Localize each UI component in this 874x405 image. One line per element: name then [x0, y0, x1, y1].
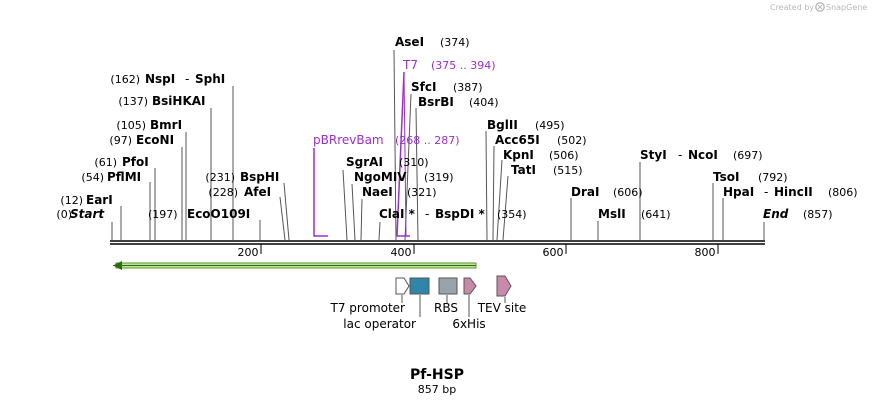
lac-operator-box[interactable]	[409, 277, 430, 295]
site-start-pos: (0)	[56, 208, 72, 221]
site-sgrai-name[interactable]: SgrAI	[346, 155, 383, 169]
site-clai-bspdi-dash: -	[425, 207, 429, 221]
site-bsrbi-pos: (404)	[469, 96, 499, 109]
site-end-name[interactable]: End	[763, 207, 789, 221]
primer-t7-mark[interactable]	[396, 71, 410, 237]
primer-t7-range: (375 .. 394)	[431, 59, 496, 72]
site-kpni-pos: (506)	[549, 149, 579, 162]
site-pflmi-pos: (54)	[81, 171, 104, 184]
site-naei-pos: (321)	[407, 186, 437, 199]
site-hpai-name[interactable]: HpaI	[723, 185, 754, 199]
feature-leader-lines	[401, 295, 506, 317]
ruler-label-400: 400	[391, 246, 412, 259]
site-asei-pos: (374)	[440, 36, 470, 49]
snapgene-logo-icon	[815, 2, 825, 12]
primer-t7-name[interactable]: T7	[402, 58, 418, 72]
site-sfci-pos: (387)	[453, 81, 483, 94]
created-by-label: Created by	[770, 3, 814, 12]
site-pflmi-name[interactable]: PflMI	[107, 170, 141, 184]
rbs-label: RBS	[434, 301, 458, 315]
tev-site-icon[interactable]	[496, 275, 512, 297]
plasmid-size: 857 bp	[418, 383, 456, 396]
site-hpai-hincii-dash: -	[764, 185, 768, 199]
site-acc65i-name[interactable]: Acc65I	[495, 133, 540, 147]
site-kpni-name[interactable]: KpnI	[503, 148, 534, 162]
site-ngomiv-name[interactable]: NgoMIV	[354, 170, 407, 184]
site-clai-bspdi-pos: (354)	[497, 208, 527, 221]
site-tati-pos: (515)	[553, 164, 583, 177]
primer-pbrrevbam-range: (268 .. 287)	[395, 134, 460, 147]
site-clai-name[interactable]: ClaI *	[379, 207, 416, 221]
primer-pbrrevbam-name[interactable]: pBRrevBam	[313, 133, 384, 147]
site-bmri-pos: (105)	[116, 119, 146, 132]
primer-pbrrevbam-mark[interactable]	[313, 148, 328, 237]
ruler-ticks	[260, 244, 719, 254]
site-drai-pos: (606)	[613, 186, 643, 199]
site-naei-name[interactable]: NaeI	[362, 185, 393, 199]
site-bsihkai-pos: (137)	[118, 95, 148, 108]
site-econi-name[interactable]: EcoNI	[136, 133, 174, 147]
snapgene-brand: SnapGene	[826, 3, 867, 12]
site-drai-name[interactable]: DraI	[571, 185, 599, 199]
site-eari-pos: (12)	[60, 194, 83, 207]
site-bglii-pos: (495)	[535, 119, 565, 132]
site-ecoo109i-name[interactable]: EcoO109I	[187, 207, 250, 221]
lac-operator-label: lac operator	[343, 317, 416, 331]
site-sphi-name[interactable]: SphI	[195, 72, 225, 86]
dna-backbone	[110, 240, 765, 245]
site-msli-name[interactable]: MslI	[598, 207, 626, 221]
site-eari-name[interactable]: EarI	[86, 193, 113, 207]
tev-site-label: TEV site	[477, 301, 527, 315]
site-ngomiv-pos: (319)	[424, 171, 454, 184]
his-tag-label: 6xHis	[452, 317, 485, 331]
site-ecoo109i-pos: (197)	[148, 208, 178, 221]
site-asei-name[interactable]: AseI	[395, 35, 424, 49]
ruler-label-800: 800	[695, 246, 716, 259]
site-start-name[interactable]: Start	[70, 207, 105, 221]
site-acc65i-pos: (502)	[557, 134, 587, 147]
site-tati-name[interactable]: TatI	[511, 163, 536, 177]
site-bsphi-pos: (231)	[205, 171, 235, 184]
site-nspi-sphi-dash: -	[185, 72, 189, 86]
ruler-label-200: 200	[238, 246, 259, 259]
t7-promoter-label: T7 promoter	[330, 301, 406, 315]
site-bsihkai-name[interactable]: BsiHKAI	[152, 94, 206, 108]
site-hpai-hincii-pos: (806)	[828, 186, 858, 199]
site-styi-name[interactable]: StyI	[640, 148, 667, 162]
site-sfci-name[interactable]: SfcI	[411, 80, 436, 94]
site-bsrbi-name[interactable]: BsrBI	[418, 95, 454, 109]
site-pfoi-name[interactable]: PfoI	[122, 155, 149, 169]
site-hincii-name[interactable]: HincII	[774, 185, 813, 199]
site-sgrai-pos: (310)	[399, 156, 429, 169]
site-tsoi-pos: (792)	[758, 171, 788, 184]
orf-arrow[interactable]	[113, 261, 477, 270]
site-msli-pos: (641)	[641, 208, 671, 221]
rbs-box[interactable]	[438, 277, 458, 295]
site-bglii-name[interactable]: BglII	[487, 118, 518, 132]
site-pfoi-pos: (61)	[94, 156, 117, 169]
t7-promoter-icon[interactable]	[395, 277, 410, 295]
site-nspi-name[interactable]: NspI	[145, 72, 175, 86]
his-tag-icon[interactable]	[463, 277, 477, 295]
site-bspdi-name[interactable]: BspDI *	[435, 207, 485, 221]
site-econi-pos: (97)	[109, 134, 132, 147]
site-bsphi-name[interactable]: BspHI	[240, 170, 279, 184]
site-end-pos: (857)	[803, 208, 833, 221]
site-afei-pos: (228)	[208, 186, 238, 199]
ruler-label-600: 600	[543, 246, 564, 259]
site-ncoi-name[interactable]: NcoI	[688, 148, 718, 162]
site-bmri-name[interactable]: BmrI	[150, 118, 182, 132]
site-leader-lines	[111, 49, 765, 241]
plasmid-name: Pf-HSP	[410, 367, 464, 383]
site-styi-ncoi-pos: (697)	[733, 149, 763, 162]
site-afei-name[interactable]: AfeI	[244, 185, 271, 199]
site-nspi-sphi-pos: (162)	[110, 73, 140, 86]
site-tsoi-name[interactable]: TsoI	[713, 170, 739, 184]
site-styi-ncoi-dash: -	[678, 148, 682, 162]
